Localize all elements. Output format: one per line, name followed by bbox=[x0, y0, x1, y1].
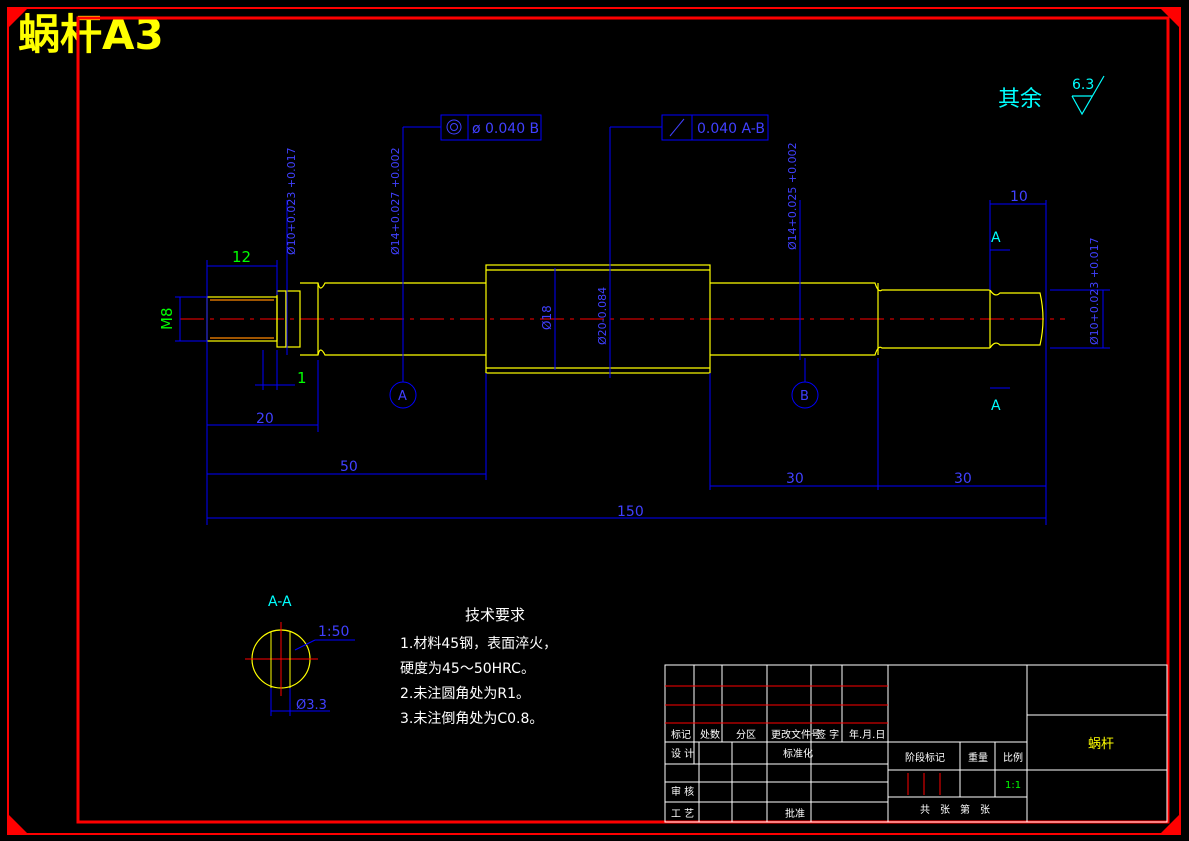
tb-scale: 1:1 bbox=[1005, 780, 1021, 791]
tolerance-1-text: ø 0.040 B bbox=[472, 121, 539, 137]
tb-sheet: 共 张 第 张 bbox=[920, 803, 990, 816]
dim-30a: 30 bbox=[786, 471, 804, 487]
roughness-label: 其余 bbox=[998, 87, 1042, 112]
tech-line: 2.未注圆角处为R1。 bbox=[400, 686, 530, 702]
tb-stage: 阶段标记 bbox=[905, 751, 945, 764]
dimension-lines bbox=[175, 126, 1110, 525]
dim-dia14-right: Ø14+0.025 +0.002 bbox=[786, 142, 799, 250]
runout-icon bbox=[669, 118, 685, 137]
tb-label: 签 字 bbox=[816, 728, 839, 741]
drawing-title: 蜗杆A3 bbox=[18, 10, 164, 59]
tech-heading: 技术要求 bbox=[465, 606, 525, 624]
tolerance-2-text: 0.040 A-B bbox=[697, 121, 765, 137]
title-block bbox=[664, 664, 1168, 823]
roughness-icon bbox=[1071, 75, 1105, 116]
dim-20: 20 bbox=[256, 411, 274, 427]
tb-approve: 批准 bbox=[785, 807, 805, 820]
dim-dia14-left: Ø14+0.027 +0.002 bbox=[389, 147, 402, 255]
concentricity-icon bbox=[446, 119, 462, 135]
outer-frame bbox=[7, 7, 1181, 835]
dim-12: 12 bbox=[232, 248, 251, 266]
corner-mark bbox=[8, 814, 28, 834]
dim-1: 1 bbox=[297, 369, 307, 387]
dim-10: 10 bbox=[1010, 189, 1028, 205]
tech-line: 1.材料45钢，表面淬火， bbox=[400, 636, 557, 652]
section-label: A-A bbox=[268, 594, 292, 610]
tb-label: 处数 bbox=[700, 728, 720, 741]
inner-frame bbox=[76, 16, 1170, 824]
tb-label: 更改文件号 bbox=[771, 728, 821, 741]
tb-label: 年.月.日 bbox=[849, 728, 885, 741]
shaft-outline bbox=[206, 264, 1044, 374]
tb-process: 工 艺 bbox=[671, 808, 694, 820]
tb-scale-label: 比例 bbox=[1003, 751, 1023, 764]
dim-150: 150 bbox=[617, 504, 644, 520]
corner-mark bbox=[1160, 8, 1180, 28]
section-taper: 1:50 bbox=[318, 624, 349, 640]
tb-label: 分区 bbox=[736, 729, 756, 741]
datum-a: A bbox=[398, 389, 407, 404]
tb-design: 设 计 bbox=[671, 747, 694, 760]
datum-b: B bbox=[800, 389, 809, 404]
tech-line: 3.未注倒角处为C0.8。 bbox=[400, 711, 543, 727]
tb-weight: 重量 bbox=[968, 751, 988, 764]
dim-dia10-left: Ø10+0.023 +0.017 bbox=[285, 147, 298, 255]
tb-review: 审 核 bbox=[671, 785, 694, 798]
corner-mark bbox=[1160, 814, 1180, 834]
section-arrow-top: A bbox=[991, 230, 1001, 246]
corner-mark bbox=[8, 8, 28, 28]
dim-dia18: Ø18 bbox=[540, 305, 554, 330]
dim-30b: 30 bbox=[954, 471, 972, 487]
section-arrow-bottom: A bbox=[991, 398, 1001, 414]
dim-dia10-right: Ø10+0.023 +0.017 bbox=[1088, 237, 1101, 345]
roughness-value: 6.3 bbox=[1072, 77, 1094, 93]
tb-label: 标记 bbox=[671, 729, 691, 741]
dim-dia20: Ø20-0.084 bbox=[596, 287, 609, 345]
part-name: 蜗杆 bbox=[1088, 736, 1114, 752]
dim-m8: M8 bbox=[158, 308, 176, 331]
tolerance-frame-2 bbox=[661, 114, 769, 141]
tb-standard: 标准化 bbox=[783, 747, 813, 760]
tech-line: 硬度为45～50HRC。 bbox=[400, 661, 535, 677]
dim-50: 50 bbox=[340, 459, 358, 475]
tolerance-frame-1 bbox=[440, 114, 542, 141]
section-width: Ø3.3 bbox=[296, 698, 327, 713]
